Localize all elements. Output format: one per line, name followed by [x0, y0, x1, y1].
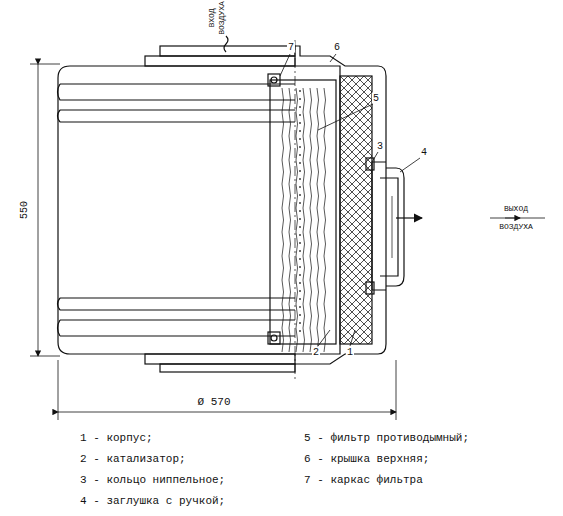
callout-number: 5: [372, 93, 380, 104]
filter-pleat: [310, 88, 312, 352]
filter-pleat: [324, 88, 326, 352]
callout-number: 4: [420, 147, 428, 158]
callout-number: 6: [333, 42, 341, 53]
filter-pleat: [289, 88, 291, 352]
filter-pleat: [296, 88, 298, 352]
legend-item: 3 - кольцо ниппельное;: [80, 474, 225, 486]
legend-item: 5 - фильтр противодымный;: [304, 432, 469, 444]
filter-pleat: [282, 88, 284, 352]
callout-number: 1: [346, 347, 354, 358]
legend-item: 1 - корпус;: [80, 432, 153, 444]
legend-item: 2 - катализатор;: [80, 453, 186, 465]
callout-number: 7: [287, 42, 295, 53]
legend-item: 4 - заглушка с ручкой;: [80, 495, 225, 507]
dimension: 550: [19, 200, 30, 220]
filter-pleat: [317, 88, 319, 352]
legend-item: 6 - крышка верхняя;: [304, 453, 429, 465]
callout-number: 3: [376, 141, 384, 152]
dimension: Ø 570: [196, 396, 231, 408]
legend-item: 7 - каркас фильтра: [304, 474, 423, 486]
inlet-caption: ВХОД: [208, 8, 217, 27]
callout-number: 2: [312, 347, 320, 358]
outlet-caption: ВОЗДУХА: [499, 223, 533, 232]
filter-pleat: [303, 88, 305, 352]
inlet-caption: ВОЗДУХА: [218, 1, 227, 35]
outlet-caption: ВЫХОД: [504, 205, 528, 214]
